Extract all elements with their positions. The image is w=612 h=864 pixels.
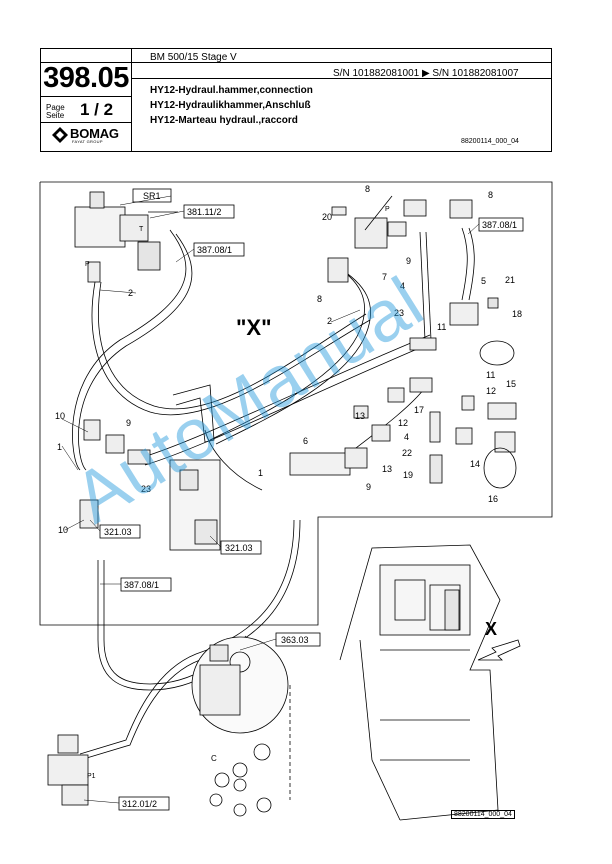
svg-text:13: 13 xyxy=(355,411,365,421)
svg-text:1: 1 xyxy=(258,468,263,478)
detail-frame xyxy=(39,181,553,626)
svg-text:2: 2 xyxy=(128,288,133,298)
svg-text:SR1: SR1 xyxy=(143,191,161,201)
svg-text:22: 22 xyxy=(402,448,412,458)
brand-sub-text: FAYAT GROUP xyxy=(72,139,103,144)
bomag-logo-icon xyxy=(52,127,68,143)
svg-text:8: 8 xyxy=(365,184,370,194)
ref-box xyxy=(220,540,262,555)
svg-text:23: 23 xyxy=(394,308,404,318)
svg-text:4: 4 xyxy=(404,432,409,442)
svg-text:11: 11 xyxy=(437,322,446,332)
svg-text:321.03: 321.03 xyxy=(104,527,132,537)
ref-box xyxy=(132,188,172,203)
svg-text:19: 19 xyxy=(403,470,413,480)
svg-text:10: 10 xyxy=(55,411,65,421)
ref-box xyxy=(193,242,245,257)
divider xyxy=(40,122,132,123)
svg-text:363.03: 363.03 xyxy=(281,635,309,645)
detail-label: "X" xyxy=(236,315,272,340)
svg-text:1: 1 xyxy=(57,442,62,452)
ref-box xyxy=(275,632,321,647)
svg-text:6: 6 xyxy=(303,436,308,446)
svg-text:P: P xyxy=(385,206,390,213)
svg-text:21: 21 xyxy=(505,275,515,285)
brand-logo-text: BOMAG xyxy=(70,126,119,141)
page-number: 398.05 xyxy=(43,62,129,94)
svg-text:T: T xyxy=(139,226,144,233)
serial-range: S/N 101882081001 ▶ S/N 101882081007 xyxy=(333,68,519,79)
svg-text:12: 12 xyxy=(486,386,496,396)
svg-text:12: 12 xyxy=(398,418,408,428)
model-name: BM 500/15 Stage V xyxy=(150,52,237,63)
svg-text:23: 23 xyxy=(141,484,151,494)
svg-text:2: 2 xyxy=(327,316,332,326)
svg-text:16: 16 xyxy=(488,494,498,504)
svg-text:381.11/2: 381.11/2 xyxy=(187,207,221,217)
svg-text:387.08/1: 387.08/1 xyxy=(124,580,159,590)
svg-text:20: 20 xyxy=(322,212,332,222)
svg-text:9: 9 xyxy=(406,256,411,266)
svg-text:321.03: 321.03 xyxy=(225,543,253,553)
title-french: HY12-Marteau hydraul.,raccord xyxy=(150,115,298,126)
svg-text:4: 4 xyxy=(400,281,405,291)
svg-text:387.08/1: 387.08/1 xyxy=(482,220,517,230)
ref-box xyxy=(478,217,524,232)
ref-box xyxy=(183,204,235,219)
divider xyxy=(132,78,552,79)
svg-text:14: 14 xyxy=(470,459,480,469)
svg-text:9: 9 xyxy=(126,418,131,428)
document-reference: 88200114_000_04 xyxy=(461,138,519,145)
divider xyxy=(40,62,552,63)
header-frame xyxy=(40,48,552,152)
svg-text:387.08/1: 387.08/1 xyxy=(197,245,232,255)
title-english: HY12-Hydraul.hammer,connection xyxy=(150,85,313,96)
ref-box xyxy=(120,577,172,592)
svg-text:5: 5 xyxy=(481,276,486,286)
ref-box xyxy=(99,524,141,539)
view-label: X xyxy=(485,619,497,639)
page-value: 1 / 2 xyxy=(80,100,114,119)
document-reference-bottom: 88200114_000_04 xyxy=(451,810,515,819)
svg-text:8: 8 xyxy=(317,294,322,304)
divider xyxy=(40,96,132,97)
svg-text:312.01/2: 312.01/2 xyxy=(122,799,157,809)
svg-text:18: 18 xyxy=(512,309,522,319)
ref-box xyxy=(118,796,170,811)
svg-text:11: 11 xyxy=(486,370,495,380)
title-german: HY12-Hydraulikhammer,Anschluß xyxy=(150,100,311,111)
svg-text:P1: P1 xyxy=(87,773,96,780)
svg-text:13: 13 xyxy=(382,464,392,474)
svg-text:P: P xyxy=(85,261,90,268)
svg-text:17: 17 xyxy=(414,405,424,415)
svg-text:8: 8 xyxy=(488,190,493,200)
svg-text:7: 7 xyxy=(382,272,387,282)
page-label: Page Seite xyxy=(46,103,65,120)
svg-text:C: C xyxy=(211,754,217,763)
svg-text:9: 9 xyxy=(366,482,371,492)
svg-text:10: 10 xyxy=(58,525,68,535)
header-left-cell xyxy=(40,48,132,152)
svg-text:15: 15 xyxy=(506,379,516,389)
